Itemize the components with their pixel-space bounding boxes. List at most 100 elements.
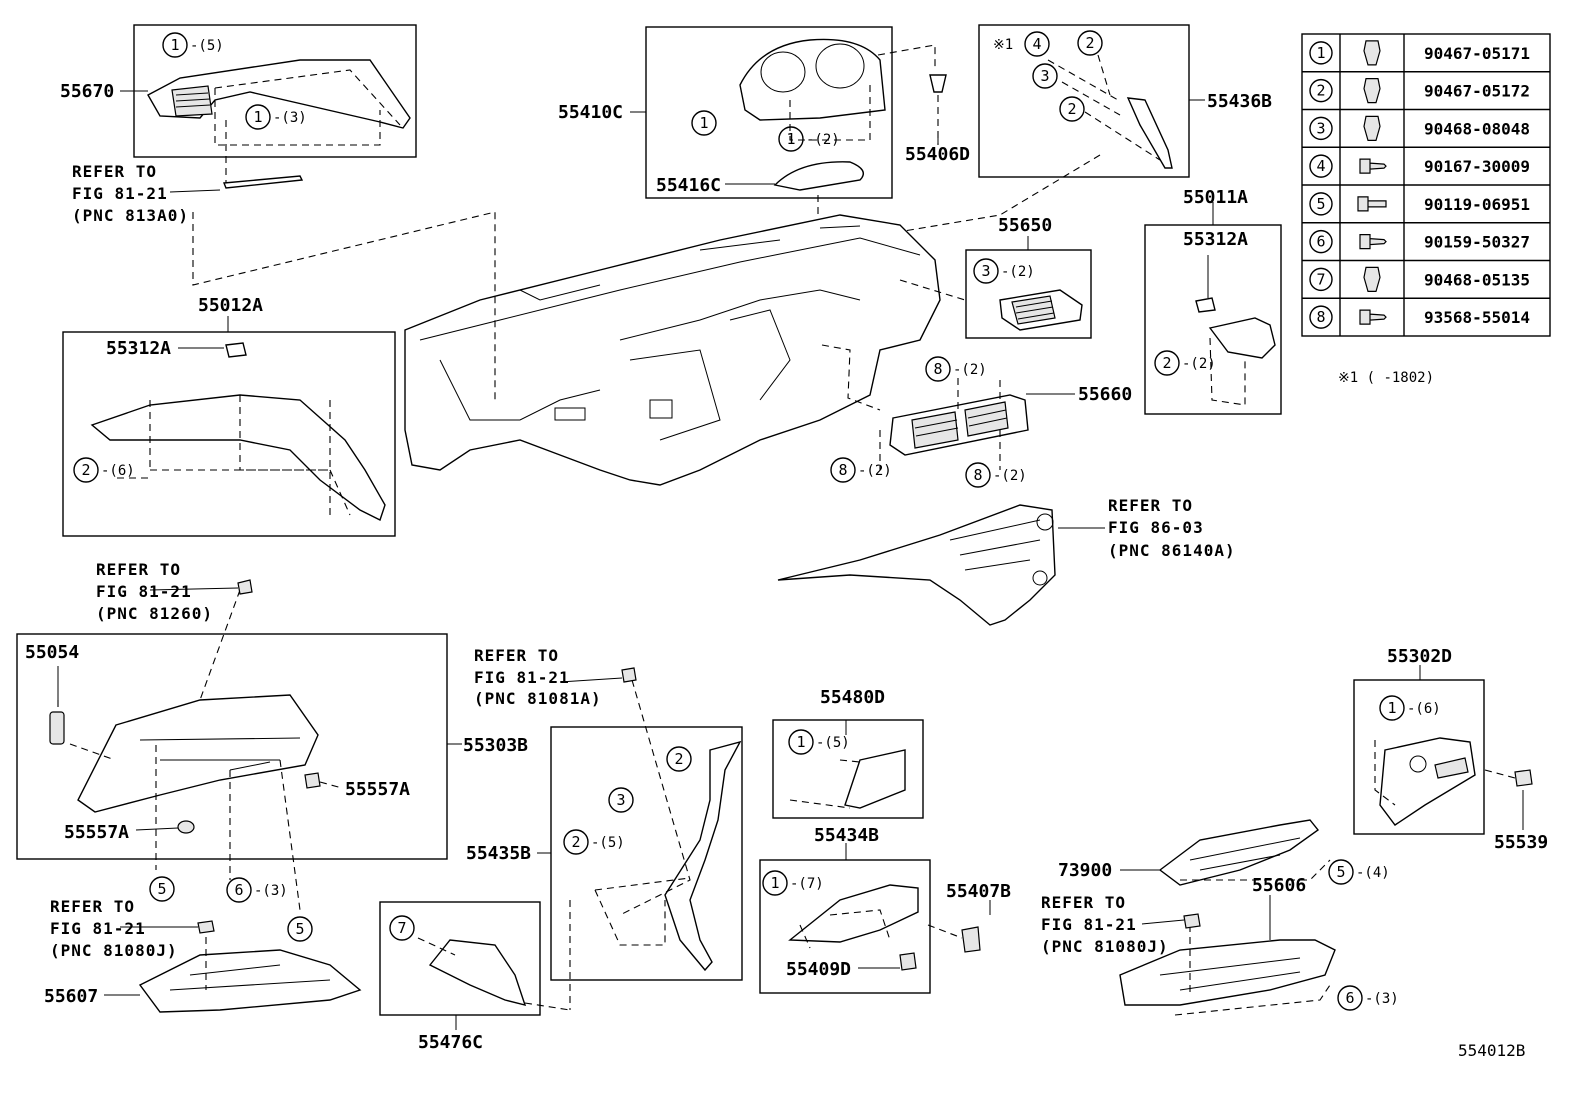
ref-note-81080j-right: REFER TO FIG 81-21 (PNC 81080J): [1041, 893, 1168, 956]
pn-55557a-right: 55557A: [345, 779, 410, 800]
callout-circle-c-55660-8a: [925, 356, 951, 382]
side-cover-55436b: [879, 54, 1173, 236]
reference-notes: REFER TO FIG 81-21 (PNC 813A0) REFER TO …: [50, 162, 1236, 960]
pn-55312a-right: 55312A: [1183, 229, 1248, 250]
svg-text:FIG 81-21: FIG 81-21: [72, 184, 168, 203]
svg-text:FIG 86-03: FIG 86-03: [1108, 518, 1204, 537]
callout-circle-c-55660-8b: [830, 457, 856, 483]
cover-55476c: [417, 937, 571, 1011]
callout-number-c-55436-2a: 2: [1085, 34, 1094, 52]
callout-circle-c-55303-6: [226, 877, 252, 903]
callout-circle-c-55011-2: [1154, 350, 1180, 376]
callout-circle-c-55303-5b: [287, 916, 313, 942]
callout-qty-c-55480-1: -(5): [816, 735, 850, 751]
pn-55606: 55606: [1252, 875, 1306, 896]
callout-circle-legend-2: [1309, 78, 1333, 103]
callout-c-55302-1: 1-(6): [1379, 695, 1441, 721]
callout-qty-c-55670-top: -(5): [190, 38, 224, 54]
callout-c-55435-2a: 2: [666, 746, 692, 772]
group-box-55480d: [772, 719, 924, 819]
cover-55434b: [788, 884, 981, 971]
legend-part-number: 90467-05172: [1424, 82, 1530, 101]
callout-qty-c-55435-2b: -(5): [591, 835, 625, 851]
callout-c-55436-2b: 2: [1059, 96, 1085, 122]
callout-c-55660-8c: 8-(2): [965, 462, 1027, 488]
callout-number-c-55012-2: 2: [81, 461, 90, 479]
pn-55607: 55607: [44, 986, 98, 1007]
callout-number-c-55303-6: 6: [234, 881, 243, 899]
callout-qty-c-55650-3: -(2): [1001, 264, 1035, 280]
group-box-55011a: [1144, 224, 1282, 415]
callout-c-55670-mid: 1-(3): [245, 104, 307, 130]
callout-circle-c-55480-1: [788, 729, 814, 755]
bracket-55480d: [789, 749, 906, 809]
clip-icon: [1363, 266, 1381, 292]
pn-55434b: 55434B: [814, 825, 879, 846]
callout-circle-c-55435-3: [608, 787, 634, 813]
pn-55539: 55539: [1494, 832, 1548, 853]
callout-qty-c-55302-1: -(6): [1407, 701, 1441, 717]
clip-icon: [1363, 115, 1381, 141]
callout-circle-legend-5: [1309, 192, 1333, 216]
callout-circle-c-55436-3: [1032, 63, 1058, 89]
callout-c-55436-2a: 2: [1077, 30, 1103, 56]
svg-text:FIG 81-21: FIG 81-21: [96, 582, 192, 601]
pn-55406d: 55406D: [905, 144, 970, 165]
callout-number-c-55660-8b: 8: [838, 461, 847, 479]
callout-qty-c-55660-8a: -(2): [953, 362, 987, 378]
legend-part-number: 90119-06951: [1424, 195, 1530, 214]
under-cover-55606: [1119, 913, 1336, 1016]
side-register-panel-55670: [147, 59, 411, 189]
callout-number-c-55303-5a: 5: [157, 880, 166, 898]
callout-qty-c-55434-1: -(7): [790, 876, 824, 892]
legend-row: 3 90468-08048: [1309, 115, 1530, 141]
callout-number-legend-4: 4: [1316, 157, 1325, 175]
callout-number-c-55660-8a: 8: [933, 360, 942, 378]
callout-number-c-55480-1: 1: [796, 733, 805, 751]
callout-number-legend-8: 8: [1316, 308, 1325, 326]
callout-c-55303-5b: 5: [287, 916, 313, 942]
ref-note-81081a: REFER TO FIG 81-21 (PNC 81081A): [474, 646, 601, 708]
callout-c-55650-3: 3-(2): [973, 258, 1035, 284]
callout-c-55012-2: 2-(6): [73, 457, 135, 483]
pn-55312a-left: 55312A: [106, 338, 171, 359]
callout-circle-c-55660-8c: [965, 462, 991, 488]
svg-text:(PNC 86140A): (PNC 86140A): [1108, 541, 1236, 560]
callout-circle-legend-4: [1309, 154, 1333, 178]
pn-55054: 55054: [25, 642, 79, 663]
svg-text:REFER TO: REFER TO: [96, 560, 181, 579]
center-register-55660: [879, 378, 1029, 470]
svg-text:FIG 81-21: FIG 81-21: [50, 919, 146, 938]
pn-55670: 55670: [60, 81, 114, 102]
pn-55436b: 55436B: [1207, 91, 1272, 112]
callout-number-c-55476-7: 7: [397, 919, 406, 937]
callout-number-c-55410-left: 1: [699, 114, 708, 132]
pn-55660: 55660: [1078, 384, 1132, 405]
ref-note-81260: REFER TO FIG 81-21 (PNC 81260): [96, 560, 212, 623]
pn-55416c: 55416C: [656, 175, 721, 196]
group-box-55436b: [978, 24, 1190, 178]
callout-qty-c-55410-right: -(2): [806, 132, 840, 148]
clip-icon: [1363, 40, 1381, 66]
callout-number-c-55410-right: 1: [786, 130, 795, 148]
callout-circle-c-55410-right: [778, 126, 804, 152]
callout-c-55670-top: 1-(5): [162, 32, 224, 58]
instrument-panel-reinforcement: [192, 211, 966, 486]
callout-number-legend-5: 5: [1316, 195, 1325, 213]
callout-number-c-55435-2b: 2: [571, 833, 580, 851]
note-range: ※1 ( -1802): [1338, 370, 1434, 386]
callout-circle-legend-3: [1309, 116, 1333, 141]
callout-circle-legend-7: [1309, 267, 1333, 292]
callout-number-legend-2: 2: [1316, 82, 1325, 100]
callout-circle-c-55303-5a: [149, 876, 175, 902]
callout-c-55410-right: 1 -(2): [778, 126, 840, 152]
callout-c-55480-1: 1 -(5): [788, 729, 850, 755]
pn-55557a-left: 55557A: [64, 822, 129, 843]
legend-part-number: 90468-08048: [1424, 119, 1530, 138]
callout-number-legend-3: 3: [1316, 119, 1325, 137]
pn-55410c: 55410C: [558, 102, 623, 123]
